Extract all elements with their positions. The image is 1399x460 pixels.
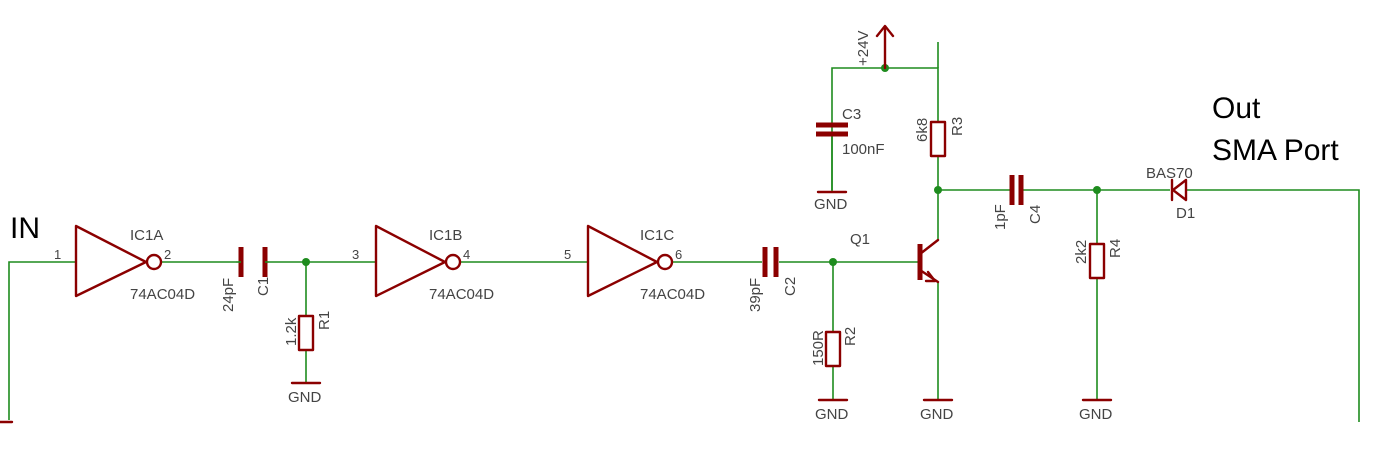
output-label-line1: Out — [1212, 92, 1261, 125]
inverter-ic1a-bubble — [145, 253, 163, 271]
inverter-ic1b-bubble — [444, 253, 462, 271]
d1-value: BAS70 — [1146, 165, 1193, 182]
resistor-r4-body — [1088, 242, 1106, 280]
ic1b-name: IC1B — [429, 227, 462, 244]
gnd-label: GND — [814, 196, 848, 213]
inverter-ic1c: IC1C 74AC04D 5 6 — [564, 224, 705, 303]
ground-symbols: GND GND GND GND GND — [288, 190, 1113, 423]
diode-d1-body — [1171, 178, 1188, 202]
supply-24v-symbol: +24V — [855, 24, 895, 70]
ic1b-value: 74AC04D — [429, 286, 494, 303]
c1-name: C1 — [255, 277, 272, 296]
inverter-ic1b-body — [374, 224, 447, 298]
r3-name: R3 — [949, 117, 966, 136]
c4-value: 1pF — [992, 204, 1009, 230]
inverter-ic1a: IC1A 74AC04D 1 2 — [54, 224, 195, 303]
inverter-ic1a-body — [74, 224, 148, 298]
c1-value: 24pF — [220, 278, 237, 312]
ic1b-pin-in: 3 — [352, 247, 359, 262]
gnd-label: GND — [920, 406, 954, 423]
ic1c-name: IC1C — [640, 227, 674, 244]
ic1c-value: 74AC04D — [640, 286, 705, 303]
r3-value: 6k8 — [914, 118, 931, 142]
wires — [8, 42, 1360, 422]
supply-arrow-icon — [875, 24, 895, 38]
resistor-r3-body — [929, 120, 947, 158]
gnd-q1-icon: GND — [920, 398, 954, 423]
ic1a-pin-out: 2 — [164, 247, 171, 262]
gnd-c3-icon: GND — [814, 190, 848, 213]
c4-name: C4 — [1027, 205, 1044, 224]
gnd-label: GND — [815, 406, 849, 423]
input-label: IN — [10, 212, 40, 245]
transistor-q1-emitter-arrow — [924, 270, 937, 283]
ic1a-pin-in: 1 — [54, 247, 61, 262]
r1-value: 1.2k — [283, 317, 300, 346]
r4-name: R4 — [1107, 239, 1124, 258]
c2-name: C2 — [782, 277, 799, 296]
diode-d1: BAS70 D1 — [1146, 165, 1195, 222]
capacitor-c2: 39pF C2 — [747, 247, 799, 312]
output-label-line2: SMA Port — [1212, 134, 1339, 167]
c3-value: 100nF — [842, 141, 885, 158]
ic1a-name: IC1A — [130, 227, 163, 244]
inverter-ic1c-body — [586, 224, 659, 298]
capacitor-c4: 1pF C4 — [992, 175, 1044, 230]
r1-name: R1 — [316, 311, 333, 330]
r2-value: 150R — [810, 330, 827, 366]
ic1a-value: 74AC04D — [130, 286, 195, 303]
r2-name: R2 — [842, 327, 859, 346]
gnd-label: GND — [1079, 406, 1113, 423]
gnd-r2-icon: GND — [815, 398, 849, 423]
resistor-r1-body — [297, 314, 315, 352]
inverter-ic1c-bubble — [656, 253, 674, 271]
resistor-r1: 1.2k R1 — [283, 311, 333, 352]
gnd-r4-icon: GND — [1079, 398, 1113, 423]
capacitor-c3: C3 100nF — [816, 106, 885, 158]
ic1c-pin-in: 5 — [564, 247, 571, 262]
d1-name: D1 — [1176, 205, 1195, 222]
junction-dots — [302, 64, 1101, 266]
r4-value: 2k2 — [1073, 240, 1090, 264]
resistor-r2: 150R R2 — [810, 327, 859, 368]
supply-label: +24V — [855, 31, 872, 66]
c3-name: C3 — [842, 106, 861, 123]
inverter-ic1b: IC1B 74AC04D 3 4 — [352, 224, 494, 303]
resistor-r2-body — [824, 330, 842, 368]
c2-value: 39pF — [747, 278, 764, 312]
gnd-r1-icon: GND — [288, 381, 322, 406]
transistor-q1: Q1 — [850, 231, 940, 284]
ic1b-pin-out: 4 — [463, 247, 470, 262]
capacitor-c1: 24pF C1 — [220, 247, 272, 312]
resistor-r3: 6k8 R3 — [914, 117, 966, 158]
q1-name: Q1 — [850, 231, 870, 248]
resistor-r4: 2k2 R4 — [1073, 239, 1124, 280]
gnd-label: GND — [288, 389, 322, 406]
ic1c-pin-out: 6 — [675, 247, 682, 262]
